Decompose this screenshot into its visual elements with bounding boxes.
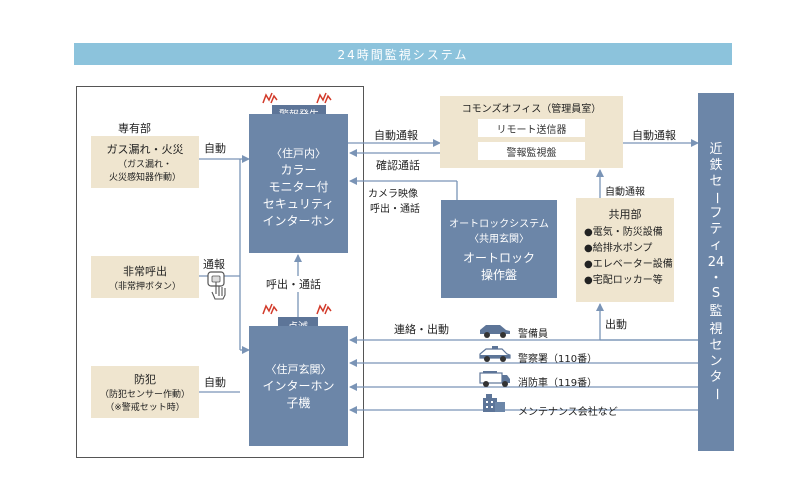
common-item: ●宅配ロッカー等	[584, 275, 663, 286]
monitor-line1: カラー	[280, 162, 317, 177]
center-char: 近	[709, 142, 723, 157]
common-item: ●電気・防災設備	[584, 227, 663, 238]
monitor-place: 〈住戸内〉	[271, 146, 326, 160]
alarm-signal-icon	[262, 92, 278, 104]
center-char: フ	[709, 206, 723, 221]
autolock-line4: 操作盤	[480, 268, 517, 282]
gas-fire-sub2: 火災感知器作動）	[108, 173, 181, 183]
autolock-line3: オートロック	[462, 251, 535, 265]
remote-transmitter: リモート送信器	[478, 119, 585, 137]
entrance-line1: インターホン	[262, 379, 335, 393]
center-char: セ	[709, 338, 723, 353]
center-char: ン	[709, 354, 723, 369]
common-heading: 共用部	[608, 208, 642, 221]
gas-auto-label: 自動	[204, 142, 226, 155]
monitor-line3: セキュリティ	[262, 196, 335, 211]
center-char: 鉄	[709, 158, 723, 173]
monitor-intercom-box: 〈住戸内〉 カラー モニター付 セキュリティ インターホン	[249, 114, 348, 253]
center-char: テ	[709, 222, 723, 237]
common-area-box: 共用部 ●電気・防災設備 ●給排水ポンプ ●エレベーター設備 ●宅配ロッカー等	[576, 198, 674, 302]
monitor-line4: インターホン	[262, 213, 335, 228]
emergency-sub: （非常押ボタン）	[108, 281, 181, 292]
building-icon	[481, 394, 507, 412]
push-button-icon	[206, 270, 230, 300]
auto-report-common-label: 自動通報	[605, 187, 645, 198]
camera-label: カメラ映像	[368, 189, 418, 200]
call-label: 呼出・通話	[266, 276, 321, 292]
responder-maintenance: メンテナンス会社など	[518, 407, 618, 418]
auto-report-center-label: 自動通報	[632, 129, 676, 142]
auto-report-label: 自動通報	[374, 129, 418, 142]
center-char: ー	[708, 387, 724, 401]
crime-auto-label: 自動	[204, 376, 226, 389]
crime-label: 防犯	[134, 373, 156, 386]
fire-truck-icon	[478, 370, 512, 387]
security-center-box: 近 鉄 セ ー フ テ ィ 24 ・ S 監 視 セ ン タ ー	[698, 93, 734, 451]
crime-sub1: （防犯センサー作動）	[99, 390, 190, 400]
center-char: タ	[709, 370, 723, 385]
alarm-panel: 警報監視盤	[478, 142, 585, 160]
diagram-title: 24時間監視システム	[74, 43, 732, 65]
autolock-line2: 〈共用玄関〉	[469, 234, 529, 245]
camera-call-label: 呼出・通話	[370, 204, 420, 215]
police-car-icon	[478, 346, 512, 362]
alarm-signal-icon	[262, 303, 278, 315]
crime-sensor-box: 防犯 （防犯センサー作動） （※警戒セット時）	[91, 366, 199, 418]
exclusive-area-frame	[76, 86, 364, 458]
emergency-report-label: 通報	[203, 258, 225, 271]
exclusive-heading: 専有部	[118, 122, 151, 135]
autolock-panel-box: オートロックシステム 〈共用玄関〉 オートロック 操作盤	[441, 200, 557, 298]
center-char: 24	[707, 255, 725, 270]
common-item: ●エレベーター設備	[584, 259, 673, 270]
entrance-intercom-box: 〈住戸玄関〉 インターホン 子機	[249, 326, 348, 446]
office-title: コモンズオフィス（管理員室）	[461, 104, 602, 115]
confirm-call-label: 確認通話	[376, 159, 420, 172]
center-char: セ	[709, 174, 723, 189]
responder-fire: 消防車（119番）	[518, 378, 598, 389]
commons-office-box: コモンズオフィス（管理員室） リモート送信器 警報監視盤	[440, 96, 623, 168]
entrance-line2: 子機	[286, 396, 311, 410]
autolock-line1: オートロックシステム	[449, 219, 549, 230]
gas-fire-label: ガス漏れ・火災	[106, 143, 184, 156]
alarm-signal-icon	[316, 92, 332, 104]
responder-guard: 警備員	[518, 329, 548, 340]
center-char: 視	[709, 322, 723, 337]
gas-fire-sub1: （ガス漏れ・	[117, 160, 172, 170]
gas-fire-sensor-box: ガス漏れ・火災 （ガス漏れ・ 火災感知器作動）	[91, 136, 199, 188]
alarm-signal-icon	[316, 303, 332, 315]
common-item: ●給排水ポンプ	[584, 243, 653, 254]
car-icon	[478, 322, 512, 338]
contact-dispatch-label: 連絡・出動	[394, 323, 449, 336]
center-char: ー	[708, 191, 724, 205]
responder-police: 警察署（110番）	[518, 354, 598, 365]
dispatch-label: 出動	[605, 318, 627, 331]
center-char: S	[711, 286, 721, 301]
entrance-place: 〈住戸玄関〉	[265, 363, 332, 376]
center-char: ィ	[709, 238, 723, 253]
center-char: 監	[709, 304, 723, 319]
center-char: ・	[709, 271, 723, 286]
crime-sub2: （※警戒セット時）	[105, 403, 185, 413]
emergency-label: 非常呼出	[123, 264, 167, 278]
monitor-line2: モニター付	[268, 179, 329, 194]
emergency-call-box: 非常呼出 （非常押ボタン）	[91, 256, 199, 298]
